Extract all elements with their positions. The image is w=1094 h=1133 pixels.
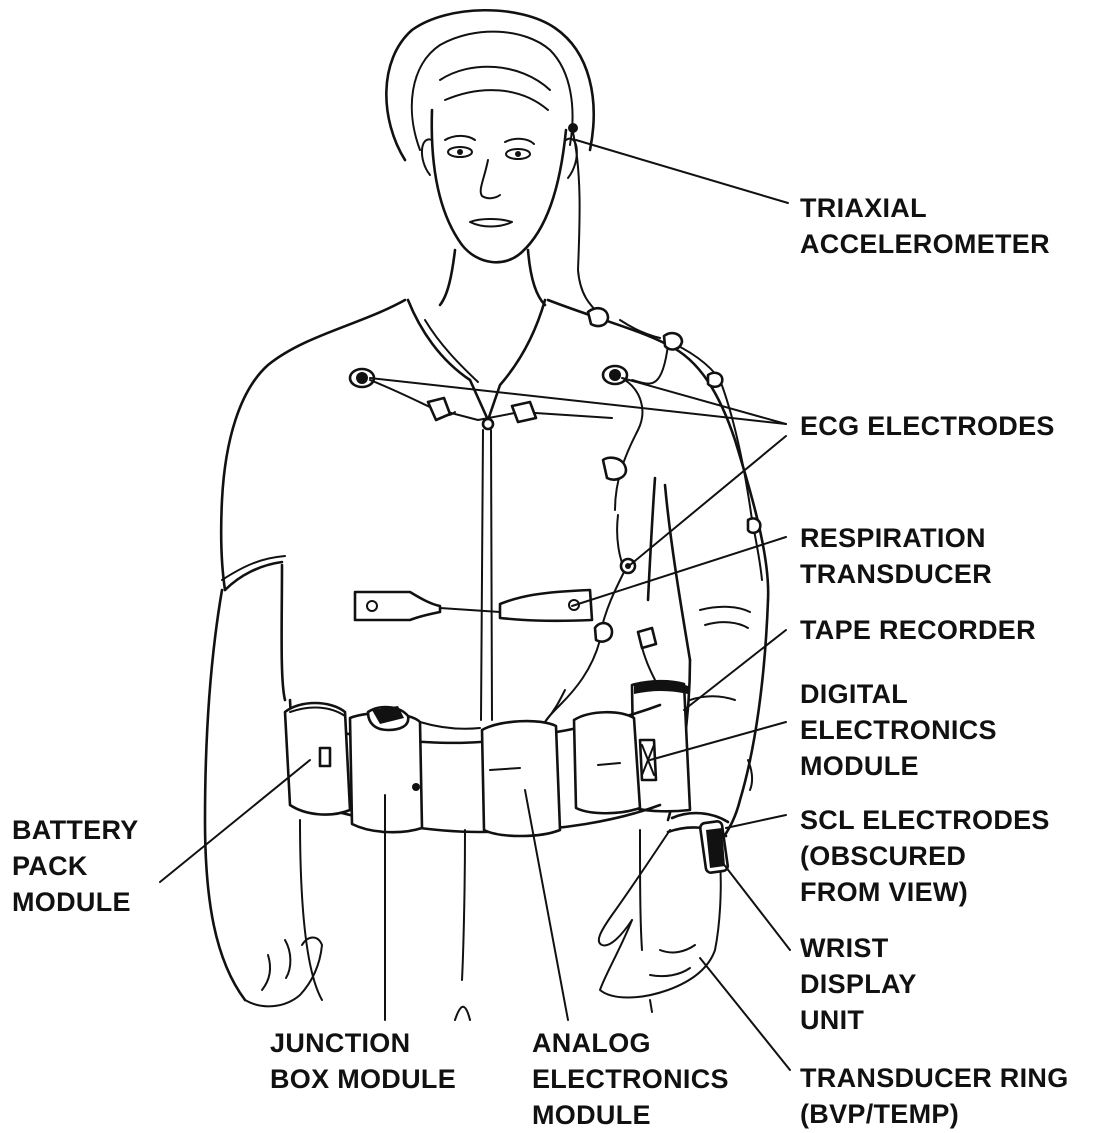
label-wrist-display-unit: WRIST DISPLAY UNIT <box>800 930 917 1038</box>
label-line: TRIAXIAL <box>800 190 1050 226</box>
label-ecg-electrodes: ECG ELECTRODES <box>800 408 1055 444</box>
label-line: SCL ELECTRODES <box>800 802 1050 838</box>
label-digital-electronics-module: DIGITAL ELECTRONICS MODULE <box>800 676 997 784</box>
label-line: WRIST <box>800 930 917 966</box>
leader-lines <box>160 140 790 1070</box>
belt-modules-graphic <box>285 690 660 836</box>
label-line: ELECTRONICS <box>800 712 997 748</box>
tape-recorder-graphic <box>632 628 690 811</box>
label-triaxial-accelerometer: TRIAXIAL ACCELEROMETER <box>800 190 1050 262</box>
label-transducer-ring: TRANSDUCER RING (BVP/TEMP) <box>800 1060 1069 1132</box>
respiration-transducer-graphic <box>355 590 592 621</box>
label-line: JUNCTION <box>270 1025 456 1061</box>
label-line: UNIT <box>800 1002 917 1038</box>
label-line: (OBSCURED <box>800 838 1050 874</box>
label-line: BOX MODULE <box>270 1061 456 1097</box>
person-body <box>205 300 768 1020</box>
label-junction-box-module: JUNCTION BOX MODULE <box>270 1025 456 1097</box>
label-line: MODULE <box>800 748 997 784</box>
label-line: ANALOG <box>532 1025 729 1061</box>
label-line: TRANSDUCER <box>800 556 992 592</box>
label-line: TRANSDUCER RING <box>800 1060 1069 1096</box>
label-line: FROM VIEW) <box>800 874 1050 910</box>
label-line: ECG ELECTRODES <box>800 408 1055 444</box>
label-line: (BVP/TEMP) <box>800 1096 1069 1132</box>
label-line: RESPIRATION <box>800 520 992 556</box>
person-head <box>386 10 600 315</box>
label-line: ACCELEROMETER <box>800 226 1050 262</box>
label-line: TAPE RECORDER <box>800 612 1036 648</box>
label-tape-recorder: TAPE RECORDER <box>800 612 1036 648</box>
label-line: DISPLAY <box>800 966 917 1002</box>
label-line: MODULE <box>532 1097 729 1133</box>
label-line: BATTERY <box>12 812 139 848</box>
label-line: PACK <box>12 848 139 884</box>
label-respiration-transducer: RESPIRATION TRANSDUCER <box>800 520 992 592</box>
label-scl-electrodes: SCL ELECTRODES (OBSCURED FROM VIEW) <box>800 802 1050 910</box>
label-line: DIGITAL <box>800 676 997 712</box>
label-line: MODULE <box>12 884 139 920</box>
label-battery-pack-module: BATTERY PACK MODULE <box>12 812 139 920</box>
label-analog-electronics-module: ANALOG ELECTRONICS MODULE <box>532 1025 729 1133</box>
label-line: ELECTRONICS <box>532 1061 729 1097</box>
